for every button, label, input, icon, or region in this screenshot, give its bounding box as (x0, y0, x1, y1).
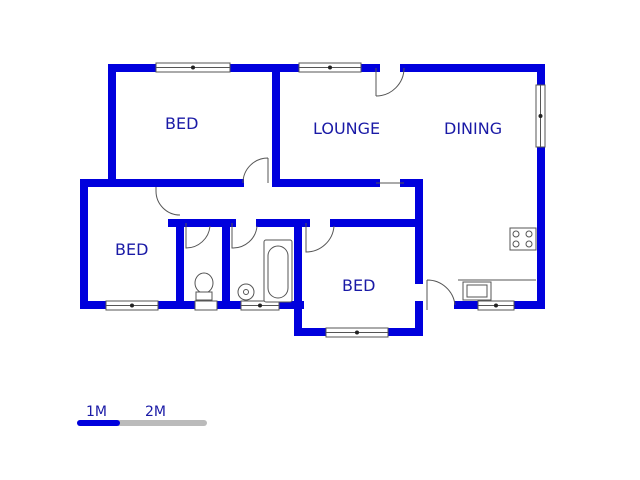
walls (80, 64, 545, 336)
door-front (375, 67, 405, 97)
door-bed-bottom (305, 223, 335, 253)
fixtures (194, 227, 537, 303)
stove (509, 227, 537, 251)
window-dots (130, 65, 543, 335)
scale-label-1m: 1M (86, 404, 107, 420)
room-label-bed-bottom: BED (342, 276, 376, 295)
kitchen-sink (462, 281, 492, 301)
window-toilet-bottom (194, 300, 218, 311)
door-bed-left (155, 187, 181, 216)
room-label-bed-top-left: BED (165, 114, 199, 133)
door-bath (231, 223, 258, 249)
room-label-bed-left: BED (115, 240, 149, 259)
door-lounge-hall (242, 157, 269, 184)
door-kitchen (426, 279, 456, 310)
toilet (194, 272, 214, 301)
room-label-dining: DINING (444, 119, 503, 138)
room-label-lounge: LOUNGE (313, 119, 381, 138)
scale-label-2m: 2M (145, 404, 166, 420)
doors (155, 67, 456, 310)
basin (237, 283, 255, 301)
door-toilet (185, 223, 211, 249)
